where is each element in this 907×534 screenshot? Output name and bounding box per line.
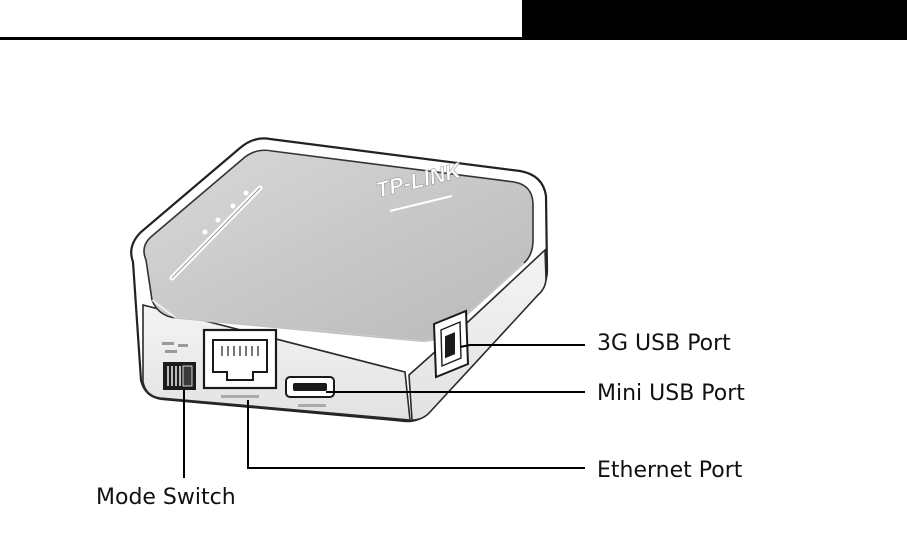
label-mode-switch: Mode Switch [96, 487, 236, 509]
label-3g-usb-port: 3G USB Port [597, 333, 731, 355]
led-dot [216, 218, 221, 223]
label-ethernet-port: Ethernet Port [597, 460, 742, 482]
ethernet-port-graphic [204, 330, 276, 398]
usb-3g-port-graphic [434, 311, 468, 377]
label-mini-usb-port: Mini USB Port [597, 383, 745, 405]
mode-switch-slider [163, 362, 196, 390]
led-dot [244, 191, 249, 196]
led-dot [231, 204, 236, 209]
led-dot [203, 230, 208, 235]
wan-lan-print [221, 395, 259, 398]
power-print [298, 404, 326, 407]
